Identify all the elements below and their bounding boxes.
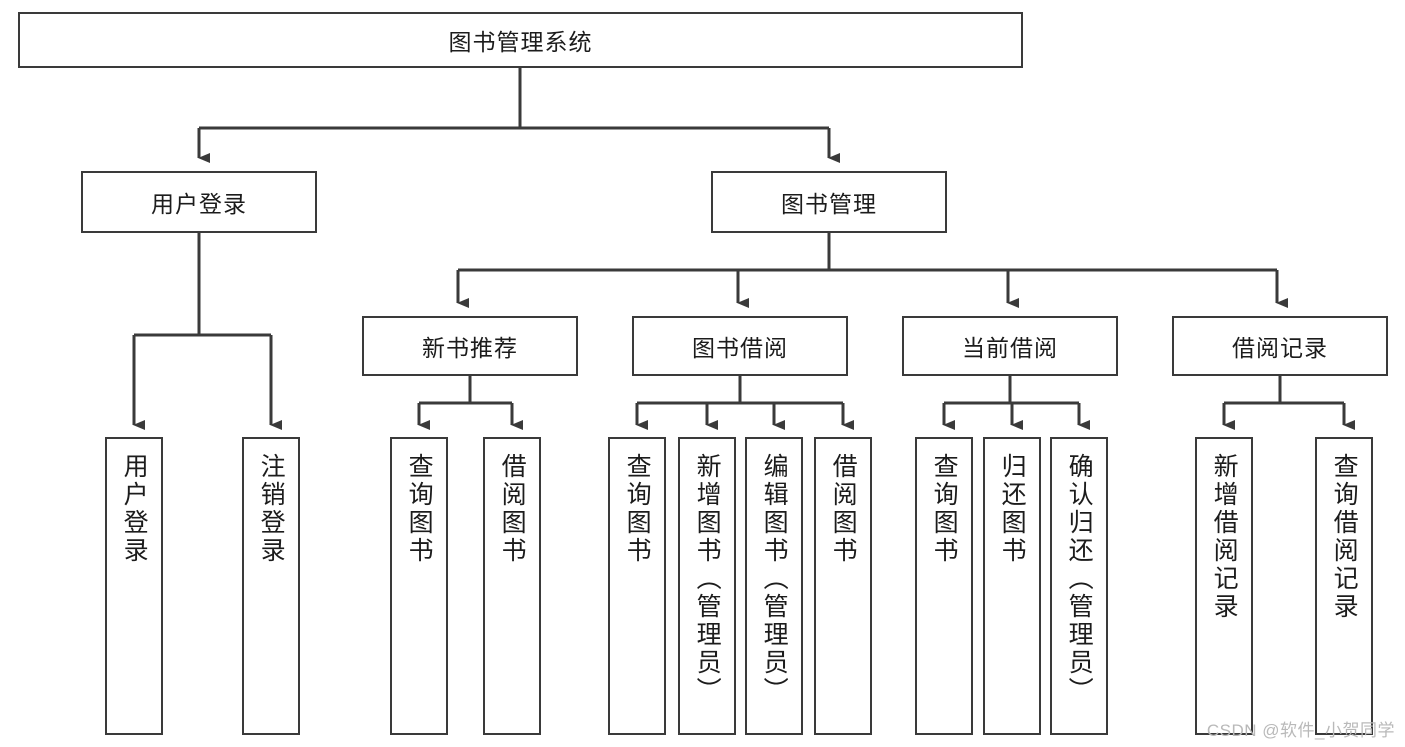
node-label: 当前借阅: [962, 335, 1058, 361]
node-user-login-module[interactable]: 用户登录: [81, 171, 317, 233]
node-label: 借阅图书: [498, 453, 527, 565]
node-label: 图书借阅: [692, 335, 788, 361]
node-label: 查询图书: [930, 453, 959, 565]
node-new-book-recommend[interactable]: 新书推荐: [362, 316, 578, 376]
node-label: 用户登录: [151, 191, 247, 217]
node-label: 查询图书: [623, 453, 652, 565]
node-root[interactable]: 图书管理系统: [18, 12, 1023, 68]
leaf-edit-book-admin[interactable]: 编辑图书（管理员）: [745, 437, 803, 735]
node-label: 图书管理系统: [448, 29, 593, 55]
watermark: CSDN @软件_小贺同学: [1206, 721, 1395, 740]
leaf-borrow-book[interactable]: 借阅图书: [814, 437, 872, 735]
leaf-user-login[interactable]: 用户登录: [105, 437, 163, 735]
leaf-add-borrow-record[interactable]: 新增借阅记录: [1195, 437, 1253, 735]
leaf-return-book[interactable]: 归还图书: [983, 437, 1041, 735]
node-label: 归还图书: [998, 453, 1027, 565]
leaf-query-book-borrow[interactable]: 查询图书: [608, 437, 666, 735]
leaf-logout[interactable]: 注销登录: [242, 437, 300, 735]
node-current-borrow[interactable]: 当前借阅: [902, 316, 1118, 376]
node-label: 新增图书（管理员）: [693, 453, 722, 705]
node-label: 用户登录: [120, 453, 149, 565]
node-label: 借阅图书: [829, 453, 858, 565]
node-label: 确认归还（管理员）: [1065, 453, 1094, 705]
node-label: 图书管理: [781, 191, 877, 217]
node-label: 注销登录: [257, 453, 286, 565]
leaf-query-book-current[interactable]: 查询图书: [915, 437, 973, 735]
node-label: 查询借阅记录: [1330, 453, 1359, 621]
leaf-add-book-admin[interactable]: 新增图书（管理员）: [678, 437, 736, 735]
node-book-borrow[interactable]: 图书借阅: [632, 316, 848, 376]
leaf-query-book-recommend[interactable]: 查询图书: [390, 437, 448, 735]
node-label: 编辑图书（管理员）: [760, 453, 789, 705]
node-label: 借阅记录: [1232, 335, 1328, 361]
leaf-query-borrow-record[interactable]: 查询借阅记录: [1315, 437, 1373, 735]
node-label: 查询图书: [405, 453, 434, 565]
node-borrow-record[interactable]: 借阅记录: [1172, 316, 1388, 376]
leaf-borrow-book-recommend[interactable]: 借阅图书: [483, 437, 541, 735]
node-label: 新书推荐: [422, 335, 518, 361]
node-label: 新增借阅记录: [1210, 453, 1239, 621]
leaf-confirm-return-admin[interactable]: 确认归还（管理员）: [1050, 437, 1108, 735]
node-book-management-module[interactable]: 图书管理: [711, 171, 947, 233]
